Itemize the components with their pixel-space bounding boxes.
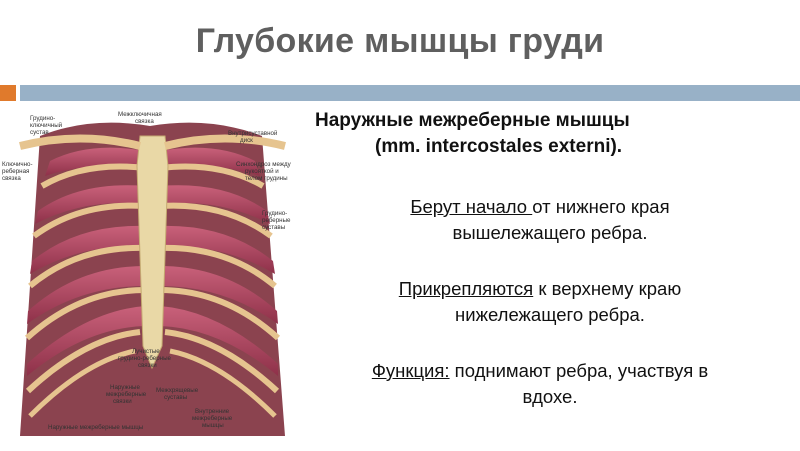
figure-labels: Грудино- ключичный сустав Межключичная с… — [2, 111, 292, 431]
sternum — [136, 135, 169, 370]
svg-text:Ключично-: Ключично- — [2, 161, 33, 168]
ribcage-illustration: Грудино- ключичный сустав Межключичная с… — [0, 106, 305, 446]
slide-title: Глубокие мышцы груди — [195, 22, 605, 60]
svg-text:сустав: сустав — [30, 129, 49, 136]
insertion-label: Прикрепляются — [398, 278, 534, 299]
svg-text:межреберные: межреберные — [106, 391, 147, 398]
svg-text:Грудино-: Грудино- — [30, 115, 55, 122]
muscle-heading: Наружные межреберные мышцы (mm. intercos… — [315, 108, 785, 160]
origin-paragraph: Берут начало от нижнего края вышележащег… — [320, 194, 760, 246]
function-paragraph: Функция: поднимают ребра, участвуя в вдо… — [300, 358, 780, 410]
svg-text:суставы: суставы — [262, 224, 286, 231]
svg-text:Межхрящевые: Межхрящевые — [156, 387, 199, 394]
svg-text:связки: связки — [113, 398, 132, 405]
svg-text:ключичный: ключичный — [30, 122, 63, 129]
function-text: поднимают ребра, участвуя в — [449, 360, 709, 381]
svg-text:связка: связка — [2, 175, 21, 182]
ribcage-svg: Грудино- ключичный сустав Межключичная с… — [2, 111, 292, 437]
accent-bar-orange — [0, 85, 16, 101]
origin-text: от нижнего края — [532, 196, 670, 217]
insertion-paragraph: Прикрепляются к верхнему краю нижележаще… — [320, 276, 760, 328]
svg-text:Межключичная: Межключичная — [118, 111, 162, 118]
svg-text:реберные: реберные — [262, 217, 291, 224]
svg-text:Лучистые: Лучистые — [132, 348, 160, 355]
svg-text:грудино-реберные: грудино-реберные — [118, 355, 172, 362]
svg-text:мышцы: мышцы — [202, 422, 224, 429]
svg-text:реберная: реберная — [2, 168, 29, 175]
svg-text:телом грудины: телом грудины — [245, 175, 288, 182]
muscle-heading-latin: (mm. intercostales externi). — [375, 136, 623, 157]
muscle-heading-ru: Наружные межреберные мышцы — [315, 110, 630, 131]
left-ribs — [24, 147, 146, 418]
function-label: Функция: — [371, 360, 450, 381]
right-clavicle — [164, 134, 286, 150]
svg-text:межреберные: межреберные — [192, 415, 233, 422]
svg-text:Грудино-: Грудино- — [262, 210, 287, 217]
svg-text:Внутренние: Внутренние — [195, 408, 230, 415]
svg-text:Наружные межреберные мышцы: Наружные межреберные мышцы — [48, 424, 144, 431]
function-text-line2: вдохе. — [522, 386, 578, 407]
svg-text:Синхондроз между: Синхондроз между — [236, 161, 292, 168]
accent-bar-blue — [20, 85, 800, 101]
origin-label: Берут начало — [410, 196, 533, 217]
svg-text:рукояткой и: рукояткой и — [245, 168, 279, 175]
svg-text:Внутрисуставной: Внутрисуставной — [228, 130, 278, 137]
svg-text:связка: связка — [135, 118, 154, 125]
origin-text-line2: вышележащего ребра. — [452, 222, 648, 243]
insertion-text: к верхнему краю — [533, 278, 682, 299]
svg-text:суставы: суставы — [164, 394, 188, 401]
svg-text:Наружные: Наружные — [110, 384, 140, 391]
svg-text:связки: связки — [138, 362, 157, 369]
insertion-text-line2: нижележащего ребра. — [455, 304, 645, 325]
left-clavicle — [19, 134, 141, 150]
right-ribs — [159, 147, 281, 418]
svg-text:диск: диск — [240, 137, 253, 144]
